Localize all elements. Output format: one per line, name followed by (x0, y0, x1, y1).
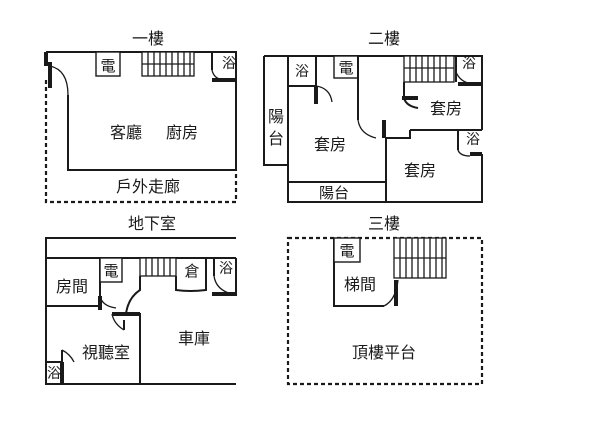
floor-1-plan: 一樓 電 浴 客廳 廚房 戶外走廊 (44, 29, 238, 204)
basement-garage-wall (124, 276, 141, 384)
floor-3-roof-outline (286, 236, 484, 386)
floor-1-title: 一樓 (132, 29, 164, 48)
floor-2-title: 二樓 (368, 29, 400, 48)
floor-1-electric-label: 電 (100, 57, 115, 75)
basement-bath-left-label: 浴 (47, 366, 61, 382)
basement-stairs (139, 257, 177, 277)
floor-1-living-label: 客廳 (110, 123, 142, 142)
floor-2-suite-main-label: 套房 (314, 135, 346, 154)
floor-2-bath-left-label: 浴 (295, 64, 309, 80)
floor-2-plan: 二樓 浴 電 (263, 29, 483, 203)
basement-room-door (99, 295, 117, 309)
basement-storage-wall (175, 258, 207, 292)
floor-2-bath-top-right-label: 浴 (462, 56, 476, 72)
floor-2-stairs (403, 55, 455, 83)
floor-2-suite-door (357, 119, 377, 139)
basement-electric-label: 電 (103, 262, 118, 280)
basement-bath-left-wall (46, 350, 63, 363)
floor-3-stairwell-label: 梯間 (344, 275, 376, 294)
floor-1-door-arc (49, 65, 69, 96)
basement-bath-right-label: 浴 (219, 261, 233, 277)
floor-1-bath-label: 浴 (222, 56, 236, 72)
basement-electric-box (99, 257, 123, 283)
floor-2-electric-label: 電 (338, 59, 353, 77)
floor-1-stairs (141, 51, 195, 77)
floor-1-kitchen-label: 廚房 (166, 123, 198, 142)
floor-2-suite-right-label: 套房 (430, 99, 462, 118)
floor-1-corridor-outline (44, 80, 238, 204)
floor-3-roof-deck-label: 頂樓平台 (352, 343, 416, 362)
basement-bath-left-door (61, 349, 75, 363)
basement-garage-label: 車庫 (178, 329, 210, 348)
floor-2-balcony-side-label-2: 台 (268, 129, 284, 148)
basement-title: 地下室 (128, 214, 176, 233)
basement-plan: 地下室 房間 電 倉 浴 (45, 214, 237, 385)
floor-3-title: 三樓 (368, 214, 400, 233)
floor-2-suite-right-lower (386, 130, 411, 139)
floor-1-corridor-label: 戶外走廊 (116, 177, 180, 196)
floor-2-bath-right-label: 浴 (466, 132, 480, 148)
basement-storage-label: 倉 (184, 262, 199, 280)
floor-2-bath-right-door (457, 149, 471, 157)
basement-av-room-label: 視聽室 (82, 343, 130, 362)
floor-1-outer-wall (46, 51, 237, 171)
floor-2-side-balcony-wall (263, 56, 288, 166)
floor-3-stairs (393, 237, 447, 279)
floor-2-bath-left-door (315, 85, 333, 103)
basement-bath-right-door (213, 275, 233, 295)
floor-2-suite-bottom-right-label: 套房 (404, 161, 436, 180)
floor-3-plan: 三樓 電 梯間 頂樓平台 (286, 214, 484, 386)
basement-room-label: 房間 (56, 277, 88, 296)
floor-1-electric-box (95, 51, 121, 77)
floor-2-balcony-side-label-1: 陽 (268, 107, 284, 126)
floor-2-balcony-bottom-label: 陽台 (319, 184, 349, 202)
floor-3-electric-label: 電 (339, 242, 354, 260)
floor-3-electric-box (333, 237, 361, 263)
basement-av-door (111, 313, 125, 331)
